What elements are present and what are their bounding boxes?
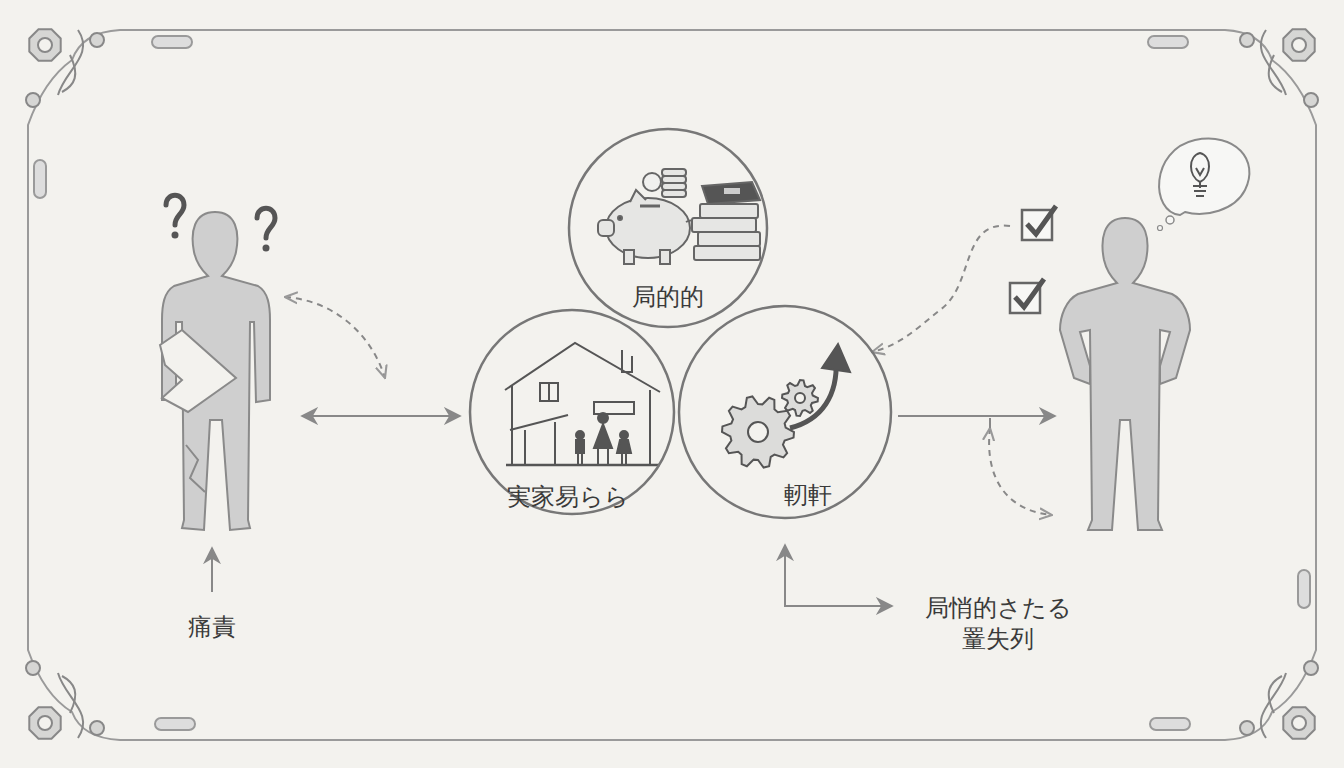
corner-ornament	[26, 29, 1318, 738]
leader-arrows	[212, 226, 1055, 606]
confused-person	[160, 195, 275, 530]
gears-growth-icon	[722, 344, 850, 468]
frame	[28, 30, 1316, 740]
confident-person	[1010, 139, 1249, 530]
home-family-icon	[505, 343, 660, 465]
problem-label: 痛責	[188, 612, 236, 643]
venn-circle: 軔軒	[678, 305, 892, 519]
savings-icon	[598, 169, 760, 264]
circle-label: 実家易らら	[507, 482, 629, 512]
venn-circle: 実家易らら	[469, 309, 675, 515]
venn-circle: 局的的	[568, 128, 768, 328]
note-label: 局悄的さたる 罿失列	[922, 593, 1073, 655]
circle-label: 軔軒	[784, 480, 832, 510]
circle-label: 局的的	[632, 282, 704, 312]
venn-overlap	[469, 305, 892, 519]
